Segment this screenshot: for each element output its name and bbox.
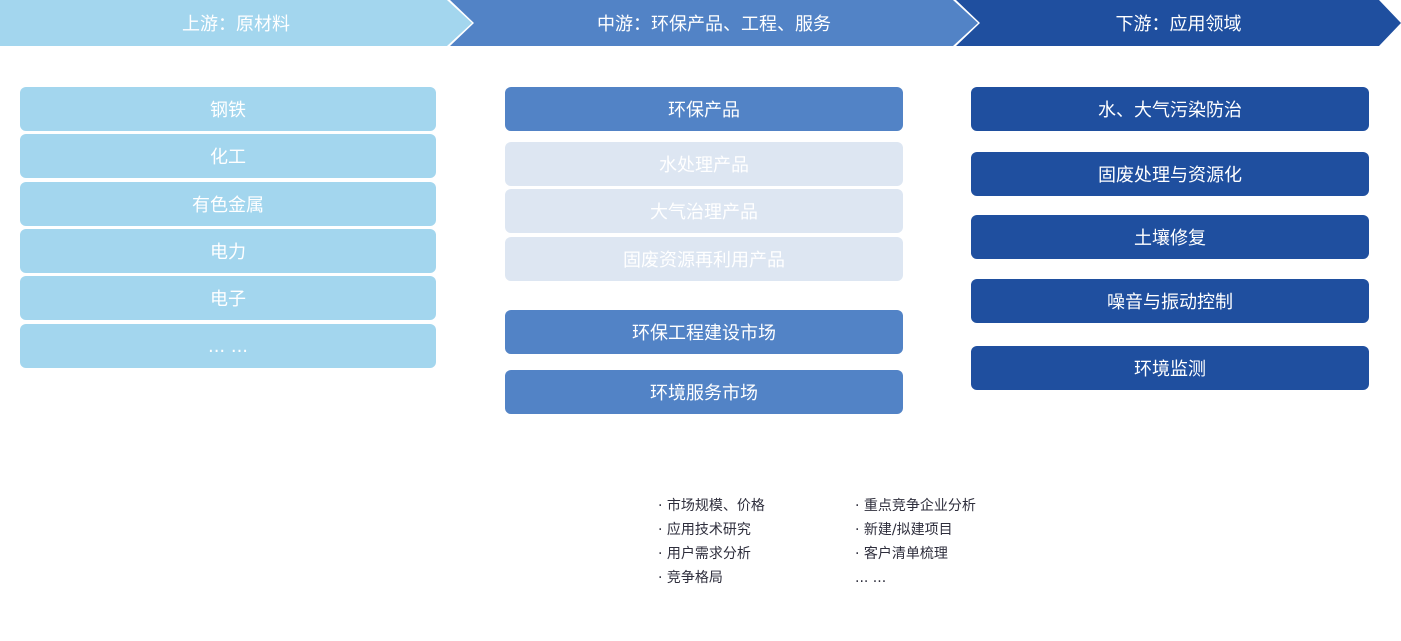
downstream-item-label: 水、大气污染防治 [1098,100,1242,121]
midstream-sub-label: 大气治理产品 [650,202,758,223]
midstream-sub-water: 水处理产品 [505,142,903,186]
midstream-header-arrow: 中游：环保产品、工程、服务 [450,0,978,46]
midstream-services-label: 环境服务市场 [650,383,758,404]
midstream-engineering-box: 环保工程建设市场 [505,310,903,354]
bullet-item: · 重点竞争企业分析 [855,498,976,514]
midstream-products-label: 环保产品 [668,100,740,121]
downstream-item-pollution: 水、大气污染防治 [971,87,1369,131]
midstream-sub-solid-waste: 固废资源再利用产品 [505,237,903,281]
upstream-item-power: 电力 [20,229,436,273]
upstream-item-label: 电力 [210,242,246,263]
downstream-item-solid-waste: 固废处理与资源化 [971,152,1369,196]
bullet-item: · 竞争格局 [658,570,723,586]
upstream-item-label: 化工 [210,147,246,168]
upstream-item-electronics: 电子 [20,276,436,320]
bullet-item: · 客户清单梳理 [855,546,948,562]
upstream-item-nonferrous: 有色金属 [20,182,436,226]
bullet-item: · 用户需求分析 [658,546,751,562]
upstream-item-label: ... ... [207,335,249,357]
midstream-header-label: 中游：环保产品、工程、服务 [597,14,831,35]
downstream-item-label: 噪音与振动控制 [1107,292,1233,313]
research-bullets-left: · 市场规模、价格 · 应用技术研究 · 用户需求分析 · 竞争格局 [658,494,765,590]
bullet-item: · 市场规模、价格 [658,498,765,514]
midstream-engineering-label: 环保工程建设市场 [632,323,776,344]
downstream-item-label: 环境监测 [1134,359,1206,380]
midstream-sub-air: 大气治理产品 [505,189,903,233]
bullet-item: · 应用技术研究 [658,522,751,538]
upstream-item-chemical: 化工 [20,134,436,178]
midstream-products-box: 环保产品 [505,87,903,131]
bullet-item: ... ... [855,570,887,586]
upstream-header-arrow: 上游：原材料 [0,0,472,46]
midstream-sub-label: 固废资源再利用产品 [623,250,785,271]
downstream-item-soil: 土壤修复 [971,215,1369,259]
upstream-item-more: ... ... [20,324,436,368]
midstream-services-box: 环境服务市场 [505,370,903,414]
downstream-item-label: 土壤修复 [1134,228,1206,249]
midstream-sub-label: 水处理产品 [659,155,749,176]
downstream-header-label: 下游：应用领域 [1115,14,1242,35]
research-bullets-right: · 重点竞争企业分析 · 新建/拟建项目 · 客户清单梳理 ... ... [855,494,976,590]
upstream-item-label: 电子 [210,289,246,310]
upstream-item-label: 钢铁 [210,100,246,121]
downstream-header-arrow: 下游：应用领域 [956,0,1401,46]
upstream-item-steel: 钢铁 [20,87,436,131]
upstream-header-label: 上游：原材料 [182,14,290,35]
downstream-item-label: 固废处理与资源化 [1098,165,1242,186]
bullet-item: · 新建/拟建项目 [855,522,953,538]
downstream-item-monitoring: 环境监测 [971,346,1369,390]
downstream-item-noise: 噪音与振动控制 [971,279,1369,323]
upstream-item-label: 有色金属 [192,195,264,216]
